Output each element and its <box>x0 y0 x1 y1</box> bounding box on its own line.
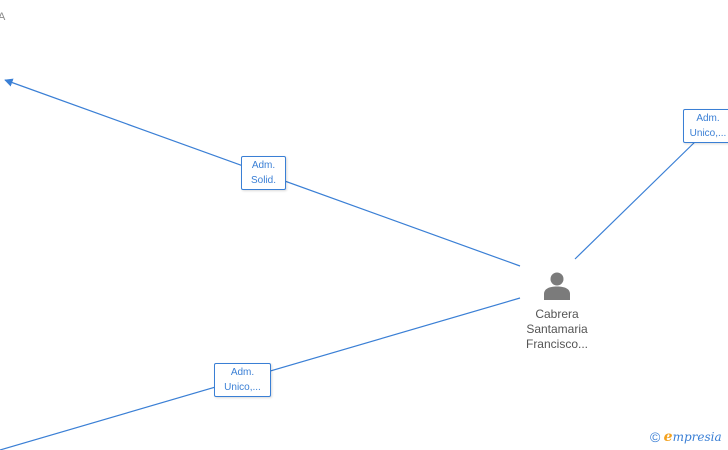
role-line-2: Solid. <box>250 175 276 186</box>
role-line-2: Unico,... <box>224 382 261 393</box>
role-label-top-right[interactable]: Adm. Unico,... <box>683 109 728 143</box>
person-icon <box>544 272 570 300</box>
empresia-watermark: © empresia <box>650 429 722 445</box>
edge-top-right <box>574 136 701 260</box>
brand-logo: empresia <box>663 429 722 445</box>
offscreen-node-label: A <box>0 11 6 23</box>
role-line-1: Adm. <box>696 113 720 124</box>
person-name: Cabrera Santamaria Francisco... <box>512 307 602 352</box>
person-node[interactable]: Cabrera Santamaria Francisco... <box>512 270 602 352</box>
brand-logo-e: e <box>663 429 673 445</box>
role-label-bottom-left[interactable]: Adm. Unico,... <box>214 363 271 397</box>
person-name-line-2: Santamaria <box>526 322 588 336</box>
role-line-2: Unico,... <box>689 128 727 139</box>
person-name-line-1: Cabrera <box>535 307 579 321</box>
role-label-top-left[interactable]: Adm. Solid. <box>241 156 286 190</box>
role-line-1: Adm. <box>230 367 255 378</box>
role-line-1: Adm. <box>251 160 276 171</box>
brand-logo-rest: mpresia <box>672 430 722 444</box>
copyright-icon: © <box>650 429 661 445</box>
person-name-line-3: Francisco... <box>525 337 588 351</box>
